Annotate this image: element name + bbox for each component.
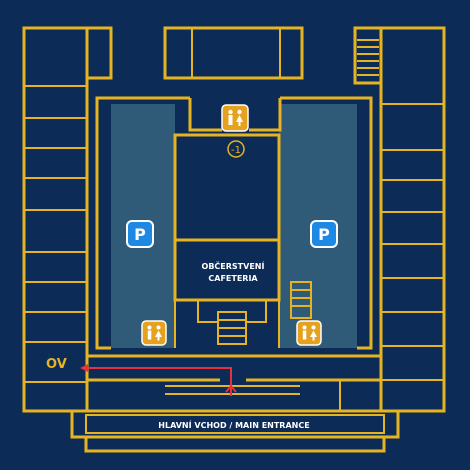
building-walls xyxy=(22,26,446,453)
svg-text:P: P xyxy=(318,225,330,244)
restroom-icon xyxy=(296,320,322,346)
cafeteria-label-cz: OBČERSTVENÍ xyxy=(202,260,265,271)
stairs-center xyxy=(197,300,267,345)
svg-text:-1: -1 xyxy=(231,145,241,156)
restroom-icon xyxy=(221,104,249,132)
route-arrow-icon xyxy=(80,364,237,396)
destination-label: OV xyxy=(46,357,67,372)
cafeteria-label-en: CAFETERIA xyxy=(208,274,258,283)
main-entrance-label: HLAVNÍ VCHOD / MAIN ENTRANCE xyxy=(158,419,309,430)
parking-icon: P xyxy=(310,220,338,248)
restroom-icon xyxy=(141,320,167,346)
stairs-top-right xyxy=(357,39,379,76)
svg-text:P: P xyxy=(134,225,146,244)
elevator-level-icon: -1 xyxy=(227,140,245,158)
stairs-right xyxy=(290,281,312,319)
parking-icon: P xyxy=(126,220,154,248)
